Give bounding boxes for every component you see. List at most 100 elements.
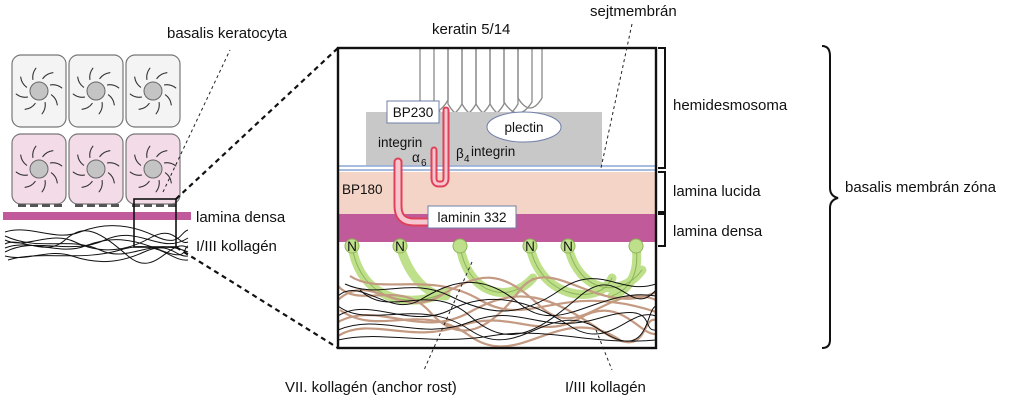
detail-panel [336,46,658,350]
keratin-filament [15,93,29,98]
label-bmz: basalis membrán zóna [845,179,997,196]
keratin-filament [156,150,168,158]
label-plectin: plectin [504,120,543,135]
keratin-filament [24,102,36,110]
keratin-filament [41,179,46,193]
keratin-filament [42,150,54,158]
nucleus [143,81,163,101]
keratin-filament [98,101,103,115]
keratin-filament [106,84,120,89]
keratin-filament [81,180,93,188]
keratin-filament [164,172,172,184]
leader-collagen-right [595,329,613,371]
label-cell-membrane: sejtmembrán [590,3,677,20]
keratin-filament [134,154,142,166]
keratin-filament [163,162,177,167]
detail-box-border [336,46,658,350]
keratin-filament [138,180,150,188]
lamina-densa-strip-left [3,212,191,220]
keratin-filament [146,67,151,81]
keratin-filament [99,150,111,158]
keratin-filament [42,72,54,80]
label-lamina-densa-left: lamina densa [196,209,286,226]
n-label: N [395,239,405,254]
keratin-filament [20,76,28,88]
n-label: N [347,239,357,254]
keratin-filament [77,76,85,88]
nucleus [143,159,163,179]
keratin-filament [77,154,85,166]
keratin-filament [41,101,46,115]
keratin-filament [107,172,115,184]
label-bp230: BP230 [393,105,434,120]
keratin-filament [155,101,160,115]
n-label: N [563,239,573,254]
keratin-filament [164,94,172,106]
hemidesmosome-marks [18,204,176,207]
nucleus [29,81,49,101]
keratin-filament [72,171,86,176]
plectin-oval [486,111,562,143]
leader-cell-membrane [600,23,633,169]
label-alpha-sub: 6 [421,158,427,169]
keratin-filament [20,154,28,166]
label-beta-integrin: integrin [471,144,515,159]
n-terminals: N N N N [344,238,644,254]
label-basal-keratocyte: basalis keratocyta [167,25,288,42]
keratin-filament [49,162,63,167]
label-collagen-right: I/III kollagén [565,379,646,396]
keratin-filament [15,171,29,176]
keratin-filament [98,179,103,193]
keratin-filament [50,172,58,184]
keratin-filament [138,102,150,110]
label-lamina-lucida: lamina lucida [673,183,761,200]
label-hemidesmosome: hemidesmosoma [673,97,788,114]
nucleus [86,159,106,179]
keratin-filament [72,93,86,98]
keratin-filament [32,145,37,159]
collagen-fibers-left [4,225,189,264]
zoom-selection-box [133,198,177,248]
keratin-filament [89,145,94,159]
label-keratin: keratin 5/14 [432,21,510,38]
keratin-filament [106,162,120,167]
keratin-filament [81,102,93,110]
zoom-line-bottom [175,246,339,349]
keratin-filament [146,145,151,159]
keratin-filament [155,179,160,193]
zoom-line-top [175,47,339,200]
keratin-filament [107,94,115,106]
nucleus [29,159,49,179]
keratin-loops [419,48,543,117]
keratin-filament [24,180,36,188]
label-collagen-vii: VII. kollagén (anchor rost) [285,379,457,396]
keratin-filament [129,171,143,176]
bp230-box [386,100,440,124]
collagen-mesh-black [338,278,656,342]
label-collagen-left: I/III kollagén [196,238,277,255]
keratin-filament [163,84,177,89]
keratin-filament [156,72,168,80]
leader-basal-keratocyte [162,49,231,193]
layer-brackets [658,45,839,349]
keratocyte-cell-grid [11,54,181,207]
laminin-box [427,205,517,229]
keratin-filament [49,84,63,89]
keratin-filaments [15,67,177,193]
leader-collagen-vii [423,261,473,371]
label-beta-sub: 4 [464,154,470,165]
keratin-filament [32,67,37,81]
label-alpha: α [412,150,420,165]
keratin-filament [99,72,111,80]
label-lamina-densa-right: lamina densa [673,223,763,240]
keratin-filament [50,94,58,106]
keratin-filament [129,93,143,98]
keratin-filament [89,67,94,81]
nucleus [86,81,106,101]
keratin-filament [134,76,142,88]
label-beta: β [456,146,464,161]
label-bp180: BP180 [342,182,383,197]
label-laminin: laminin 332 [437,210,506,225]
label-integrin: integrin [378,135,422,150]
